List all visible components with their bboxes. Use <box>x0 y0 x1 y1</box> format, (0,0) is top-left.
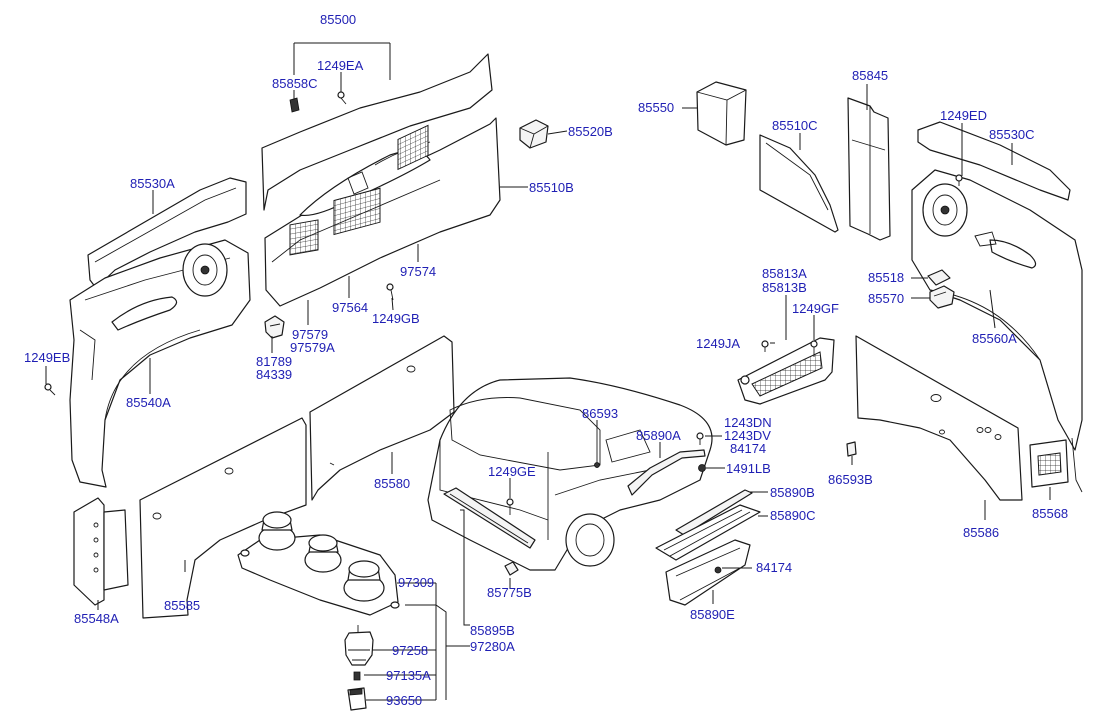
label-85813b[interactable]: 85813B <box>762 280 807 295</box>
label-85845[interactable]: 85845 <box>852 68 888 83</box>
label-85520b[interactable]: 85520B <box>568 124 613 139</box>
pillar-85845 <box>847 97 891 241</box>
label-86593[interactable]: 86593 <box>582 406 618 421</box>
label-84339[interactable]: 84339 <box>256 367 292 382</box>
leader-lines <box>45 42 1051 701</box>
label-85890e[interactable]: 85890E <box>690 607 735 622</box>
panel-85550 <box>696 81 747 146</box>
label-1249eb[interactable]: 1249EB <box>24 350 70 365</box>
lamp-93650 <box>347 687 367 711</box>
label-85550[interactable]: 85550 <box>638 100 674 115</box>
panel-85586 <box>855 335 1023 501</box>
panel-85585 <box>139 417 307 619</box>
label-1243dn[interactable]: 1243DN <box>724 415 772 430</box>
strip-85890b <box>675 489 753 536</box>
stud-86593 <box>594 425 600 468</box>
clip-85520b <box>519 119 549 149</box>
screw-1249ed <box>955 174 963 186</box>
label-85560a[interactable]: 85560A <box>972 331 1017 346</box>
label-97564[interactable]: 97564 <box>332 300 368 315</box>
label-85858c[interactable]: 85858C <box>272 76 318 91</box>
label-97280a[interactable]: 97280A <box>470 639 515 654</box>
label-85500[interactable]: 85500 <box>320 12 356 27</box>
label-85518[interactable]: 85518 <box>868 270 904 285</box>
part-labels: 85500 1249EA 85858C 85520B 85530A 85510B… <box>24 12 1068 708</box>
label-85530a[interactable]: 85530A <box>130 176 175 191</box>
label-85775b[interactable]: 85775B <box>487 585 532 600</box>
label-86593b[interactable]: 86593B <box>828 472 873 487</box>
wheelhouse-trim-85540a <box>69 239 251 488</box>
label-85890b[interactable]: 85890B <box>770 485 815 500</box>
screw-1249gf <box>810 340 818 357</box>
label-1249ea[interactable]: 1249EA <box>317 58 364 73</box>
label-85530c[interactable]: 85530C <box>989 127 1035 142</box>
screws-1243dn <box>696 432 704 445</box>
label-97258[interactable]: 97258 <box>392 643 428 658</box>
clip-85775b <box>504 561 519 576</box>
pin-97135a <box>353 671 361 681</box>
screw-1249ja <box>761 340 769 352</box>
label-85895b[interactable]: 85895B <box>470 623 515 638</box>
label-85813a[interactable]: 85813A <box>762 266 807 281</box>
tray-85890e <box>665 539 751 606</box>
molding-85890a <box>627 449 706 496</box>
label-85548a[interactable]: 85548A <box>74 611 119 626</box>
grommet-81789 <box>264 315 285 339</box>
quarter-trim-85530c <box>917 121 1071 201</box>
panel-85580 <box>309 335 455 501</box>
label-84174-a[interactable]: 84174 <box>730 441 766 456</box>
label-84174-b[interactable]: 84174 <box>756 560 792 575</box>
label-1249gf[interactable]: 1249GF <box>792 301 839 316</box>
knob-97258 <box>344 625 374 666</box>
label-85510c[interactable]: 85510C <box>772 118 818 133</box>
label-85540a[interactable]: 85540A <box>126 395 171 410</box>
fastener-85858c <box>289 97 300 113</box>
label-93650[interactable]: 93650 <box>386 693 422 708</box>
label-85585[interactable]: 85585 <box>164 598 200 613</box>
label-1249ed[interactable]: 1249ED <box>940 108 987 123</box>
label-1491lb[interactable]: 1491LB <box>726 461 771 476</box>
label-1243dv[interactable]: 1243DV <box>724 428 771 443</box>
label-97574[interactable]: 97574 <box>400 264 436 279</box>
label-81789[interactable]: 81789 <box>256 354 292 369</box>
label-97579[interactable]: 97579 <box>292 327 328 342</box>
clip-1491lb <box>698 464 706 472</box>
screw-1249gb <box>386 283 394 301</box>
tray-85813a <box>737 337 835 405</box>
strip-85548a <box>73 497 129 606</box>
plate-85890c <box>655 504 761 561</box>
stud-86593b <box>846 441 857 457</box>
side-trim-85510b <box>261 53 501 307</box>
label-85586[interactable]: 85586 <box>963 525 999 540</box>
step-85895b <box>443 487 536 549</box>
label-85510b[interactable]: 85510B <box>529 180 574 195</box>
screw-1249eb <box>44 383 56 396</box>
clip-85570 <box>929 285 955 309</box>
label-1249ja[interactable]: 1249JA <box>696 336 740 351</box>
label-97579a[interactable]: 97579A <box>290 340 335 355</box>
label-85890c[interactable]: 85890C <box>770 508 816 523</box>
label-85570[interactable]: 85570 <box>868 291 904 306</box>
label-97135a[interactable]: 97135A <box>386 668 431 683</box>
label-85890a[interactable]: 85890A <box>636 428 681 443</box>
box-85568 <box>1029 437 1083 493</box>
console-97309 <box>237 511 400 616</box>
screw-1249ge <box>506 498 514 515</box>
glass-85510c <box>759 134 839 233</box>
label-85580[interactable]: 85580 <box>374 476 410 491</box>
label-97309[interactable]: 97309 <box>398 575 434 590</box>
label-85568[interactable]: 85568 <box>1032 506 1068 521</box>
label-1249gb[interactable]: 1249GB <box>372 311 420 326</box>
pad-85518 <box>927 269 951 286</box>
label-1249ge[interactable]: 1249GE <box>488 464 536 479</box>
screw-1249ea <box>337 91 347 105</box>
